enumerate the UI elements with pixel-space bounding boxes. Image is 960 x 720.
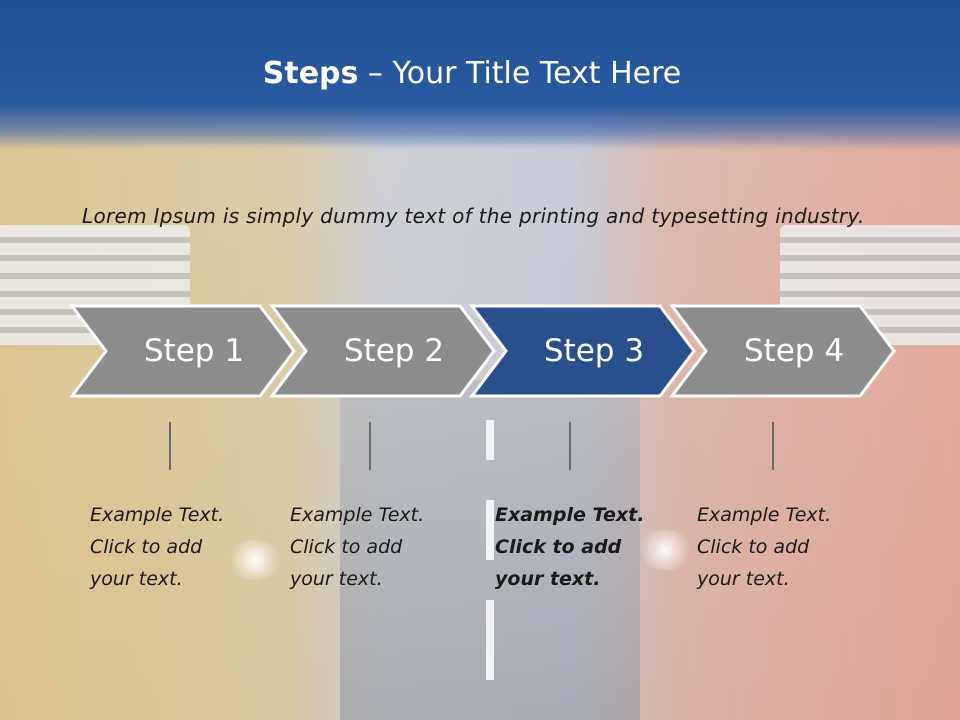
intro-text[interactable]: Lorem Ipsum is simply dummy text of the … (82, 204, 865, 228)
step-1-text[interactable]: Example Text. Click to add your text. (90, 504, 225, 590)
step-3-text[interactable]: Example Text. Click to add your text. (495, 504, 645, 590)
step-2-text[interactable]: Example Text. Click to add your text. (290, 504, 425, 590)
step-4-label: Step 4 (743, 333, 845, 369)
lane-marking (486, 600, 494, 680)
header-band (0, 0, 960, 150)
title-rest: – Your Title Text Here (358, 56, 682, 91)
title-bold: Steps (262, 56, 359, 91)
step-4-text[interactable]: Example Text. Click to add your text. (697, 504, 832, 590)
step-3-connector (569, 422, 571, 470)
headlight-left (225, 540, 285, 580)
lane-marking (486, 420, 494, 460)
headlight-right (635, 530, 695, 570)
step-2-label: Step 2 (343, 333, 445, 369)
step-2-connector (369, 422, 371, 470)
step-4-connector (772, 422, 774, 470)
lane-marking (486, 500, 494, 560)
page-title[interactable]: Steps – Your Title Text Here (0, 56, 944, 91)
step-3-label: Step 3 (543, 333, 645, 369)
step-1-label: Step 1 (143, 333, 245, 369)
step-1-connector (169, 422, 171, 470)
